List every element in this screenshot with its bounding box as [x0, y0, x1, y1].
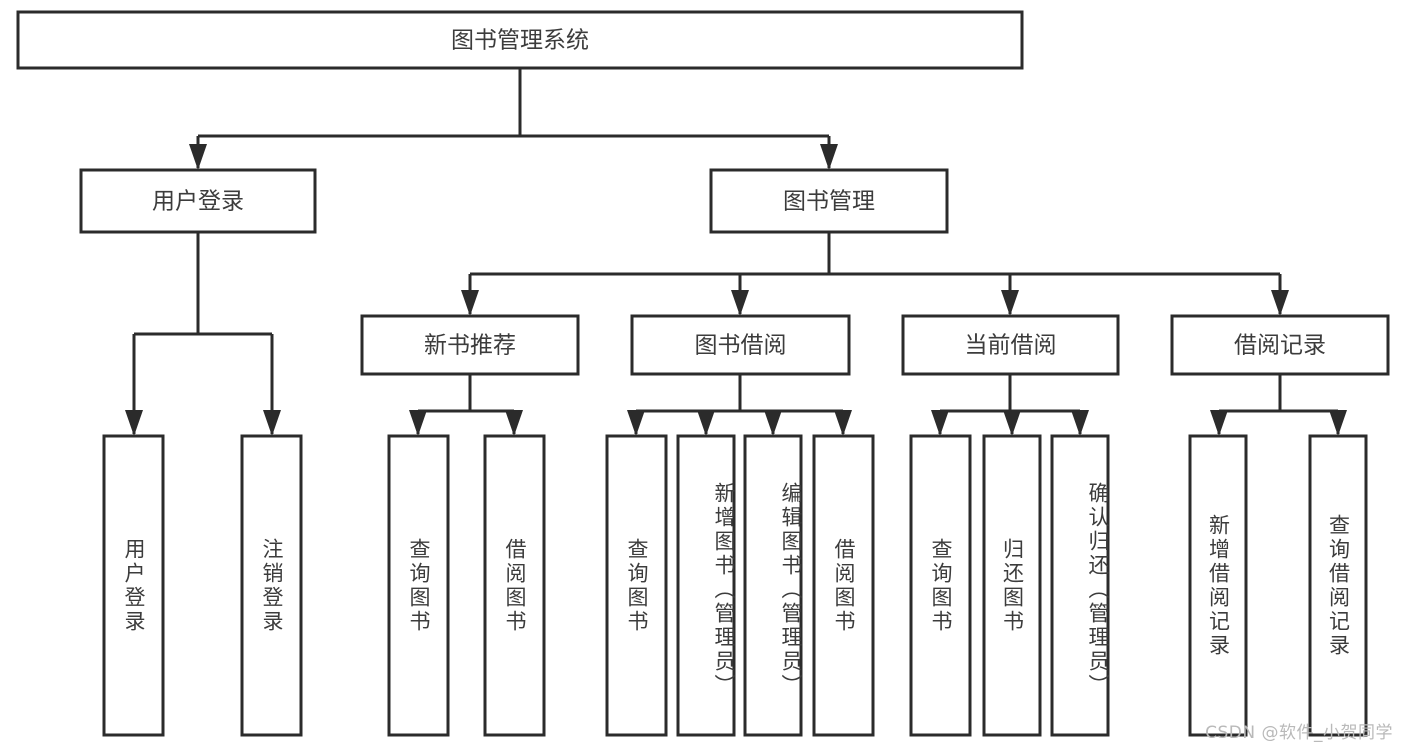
arrow-head [834, 410, 852, 436]
node-leaf-query-record[interactable] [1308, 434, 1368, 737]
arrow-head [1001, 290, 1019, 316]
node-box-current-borrow[interactable] [901, 314, 1120, 376]
arrow-head [1071, 410, 1089, 436]
connector-layer [125, 68, 1347, 436]
node-box-book-management[interactable] [709, 168, 949, 234]
node-new-book-recommend[interactable]: 新书推荐 [360, 314, 580, 376]
node-box-root[interactable] [16, 10, 1024, 70]
node-box-leaf-user-login[interactable] [102, 434, 165, 737]
node-leaf-return-book[interactable] [982, 434, 1042, 737]
node-leaf-confirm-return[interactable] [1050, 434, 1110, 737]
arrow-head [1003, 410, 1021, 436]
node-book-management[interactable]: 图书管理 [709, 168, 949, 234]
watermark-text: CSDN @软件_小贺同学 [1205, 723, 1393, 743]
node-borrow-record[interactable]: 借阅记录 [1170, 314, 1390, 376]
node-box-user-login[interactable] [79, 168, 317, 234]
node-box-leaf-confirm-return[interactable] [1050, 434, 1110, 737]
node-leaf-borrow-book-1[interactable] [483, 434, 546, 737]
node-box-leaf-add-book[interactable] [676, 434, 736, 737]
node-box-leaf-logout[interactable] [240, 434, 303, 737]
arrow-head [697, 410, 715, 436]
arrow-head [627, 410, 645, 436]
node-box-new-book-recommend[interactable] [360, 314, 580, 376]
node-leaf-add-book[interactable] [676, 434, 736, 737]
node-box-leaf-query-book-1[interactable] [387, 434, 450, 737]
node-label-book-management: 图书管理 [783, 189, 875, 215]
arrow-head [505, 410, 523, 436]
node-box-leaf-borrow-book-1[interactable] [483, 434, 546, 737]
arrow-head [189, 144, 207, 170]
arrow-head [731, 290, 749, 316]
node-box-leaf-query-record[interactable] [1308, 434, 1368, 737]
node-user-login[interactable]: 用户登录 [79, 168, 317, 234]
node-leaf-add-record[interactable] [1188, 434, 1248, 737]
node-leaf-borrow-book-2[interactable] [812, 434, 875, 737]
arrow-head [125, 410, 143, 436]
node-leaf-query-book-3[interactable] [909, 434, 972, 737]
arrow-head [461, 290, 479, 316]
node-leaf-logout[interactable] [240, 434, 303, 737]
node-box-leaf-edit-book[interactable] [743, 434, 803, 737]
node-root[interactable]: 图书管理系统 [16, 10, 1024, 70]
arrow-head [931, 410, 949, 436]
arrow-head [409, 410, 427, 436]
node-leaf-query-book-2[interactable] [605, 434, 668, 737]
arrow-head [820, 144, 838, 170]
node-label-new-book-recommend: 新书推荐 [424, 333, 516, 359]
node-leaf-query-book-1[interactable] [387, 434, 450, 737]
arrow-head [263, 410, 281, 436]
node-box-borrow-record[interactable] [1170, 314, 1390, 376]
arrow-head [1210, 410, 1228, 436]
node-book-borrow[interactable]: 图书借阅 [630, 314, 851, 376]
arrow-head [1329, 410, 1347, 436]
arrow-head [764, 410, 782, 436]
node-label-root: 图书管理系统 [451, 28, 589, 54]
node-box-book-borrow[interactable] [630, 314, 851, 376]
node-box-leaf-borrow-book-2[interactable] [812, 434, 875, 737]
node-label-current-borrow: 当前借阅 [965, 333, 1057, 359]
node-label-borrow-record: 借阅记录 [1234, 333, 1326, 359]
node-box-leaf-add-record[interactable] [1188, 434, 1248, 737]
node-label-user-login: 用户登录 [152, 189, 244, 215]
node-current-borrow[interactable]: 当前借阅 [901, 314, 1120, 376]
node-box-leaf-query-book-2[interactable] [605, 434, 668, 737]
node-box-leaf-query-book-3[interactable] [909, 434, 972, 737]
node-leaf-edit-book[interactable] [743, 434, 803, 737]
node-box-leaf-return-book[interactable] [982, 434, 1042, 737]
node-label-book-borrow: 图书借阅 [695, 333, 787, 359]
arrow-head [1271, 290, 1289, 316]
node-leaf-user-login[interactable] [102, 434, 165, 737]
